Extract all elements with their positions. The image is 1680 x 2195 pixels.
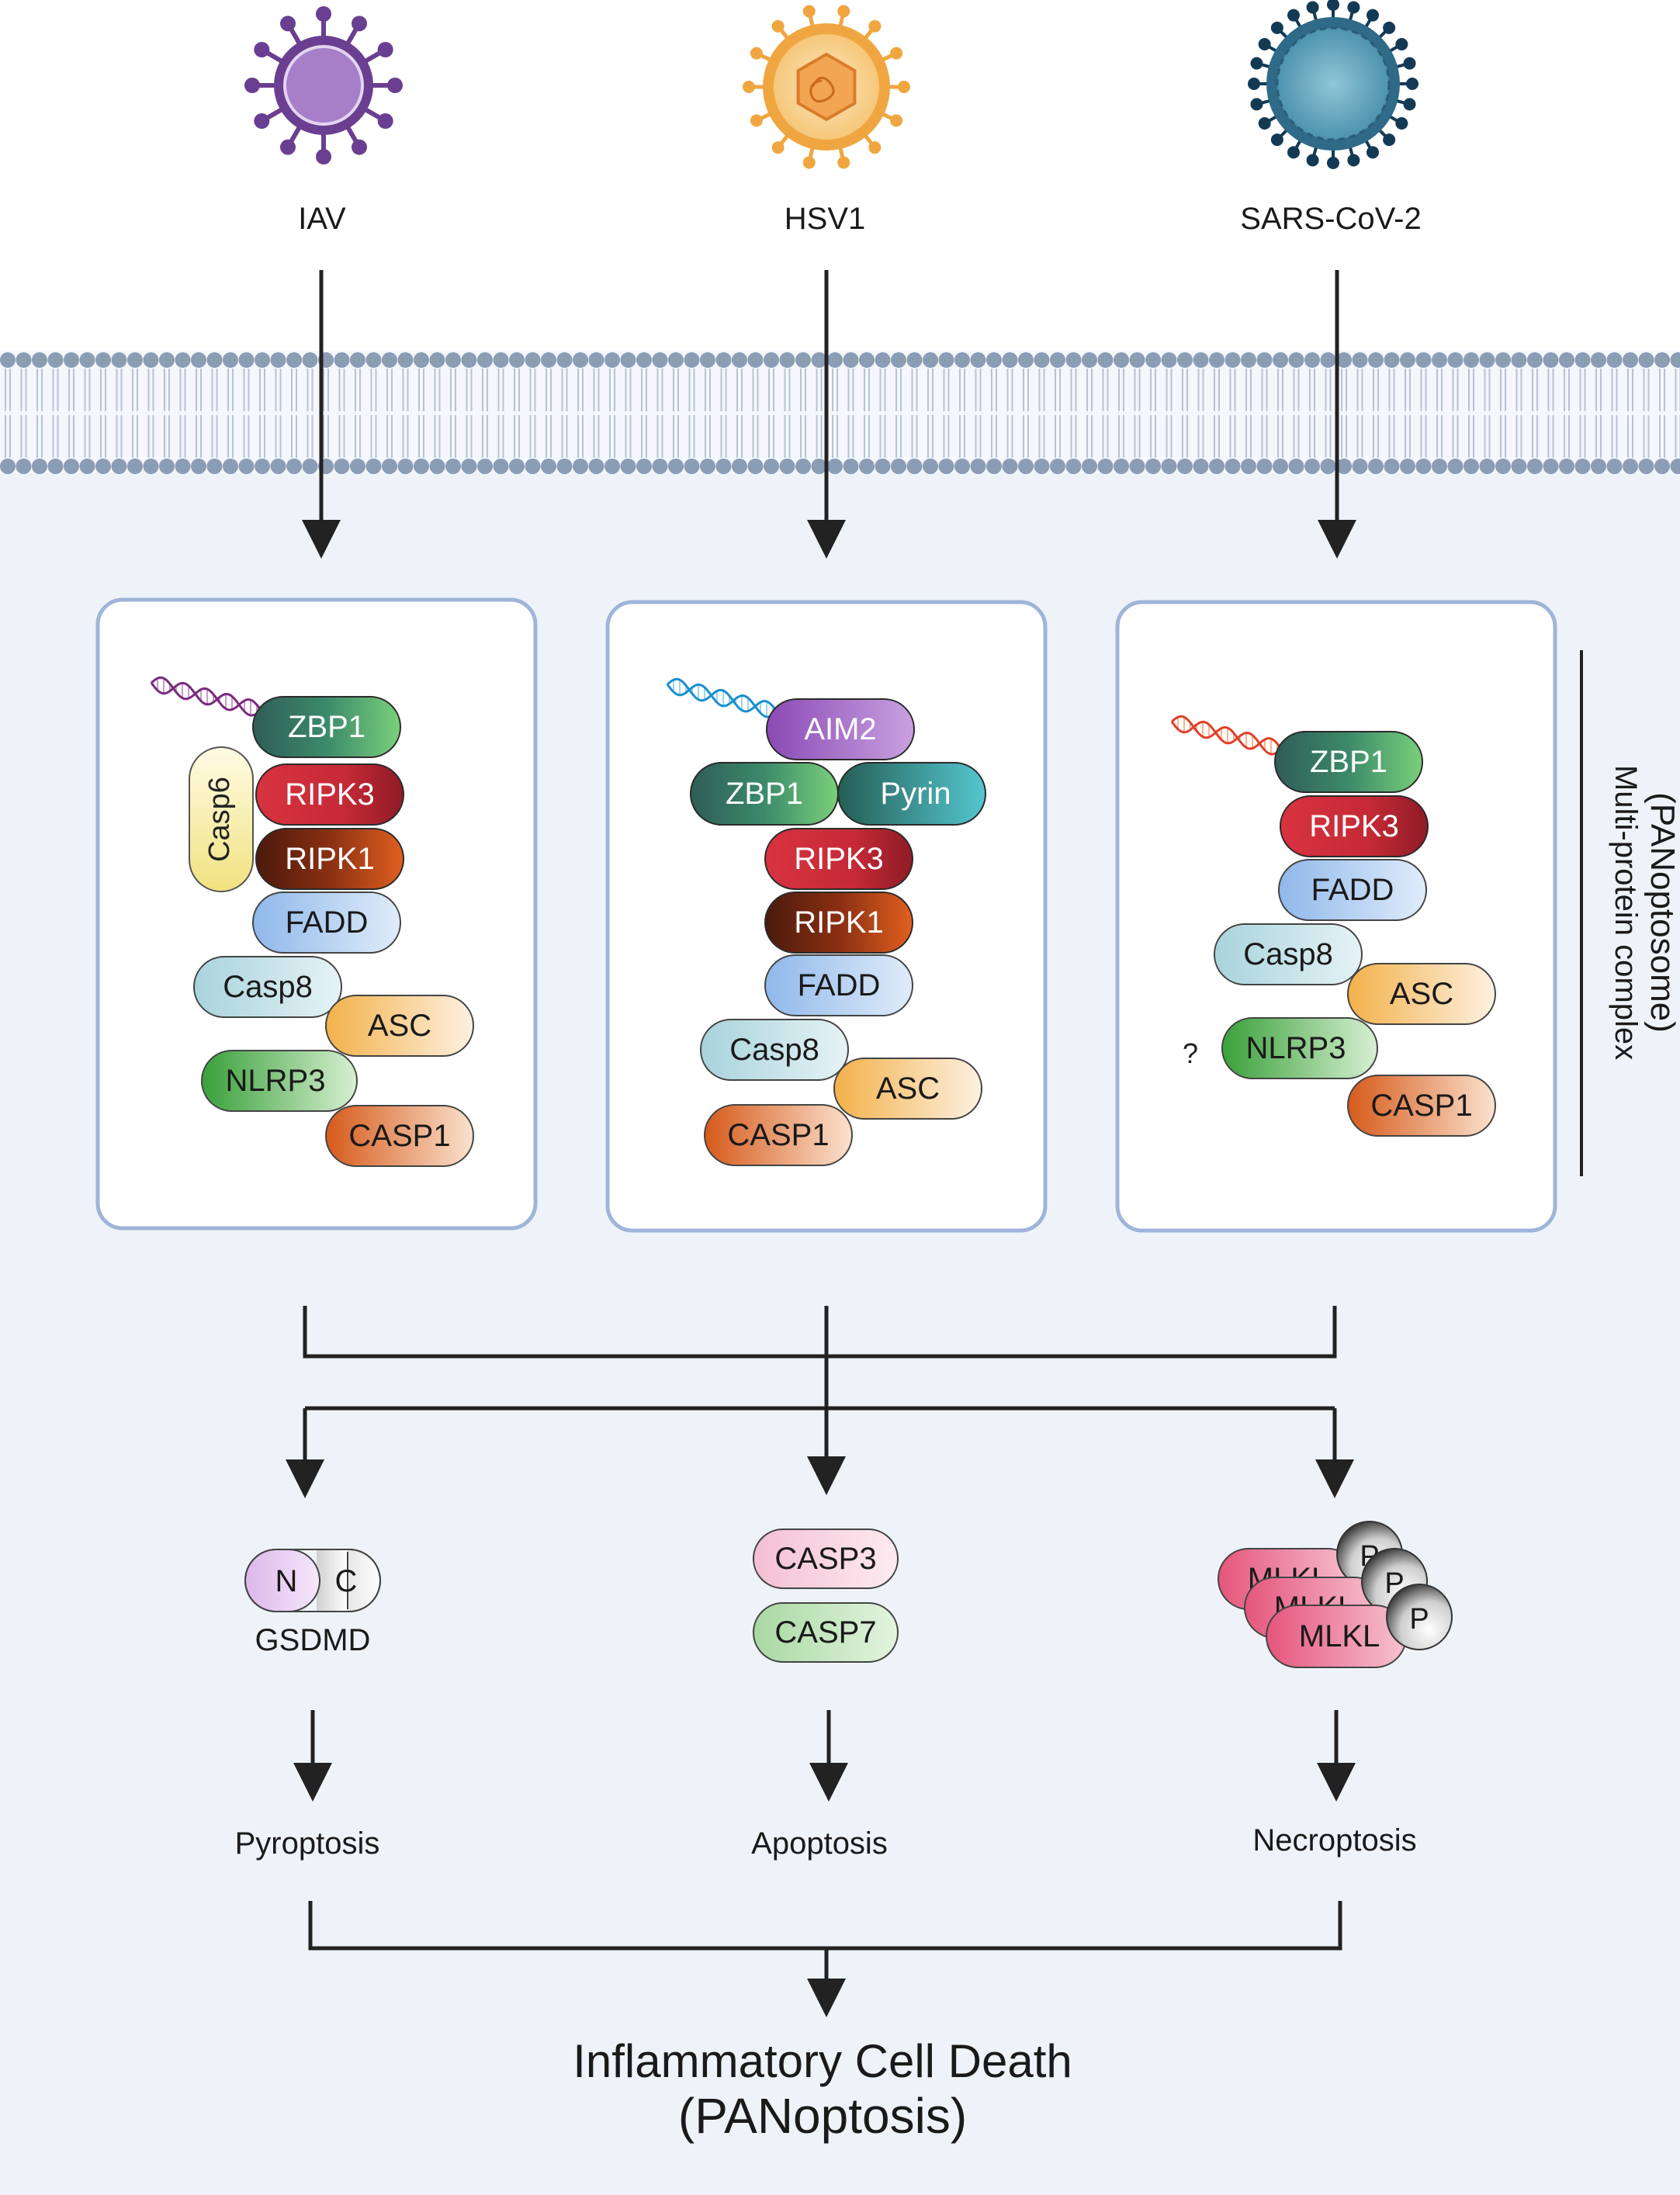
svg-text:CASP7: CASP7	[774, 1615, 876, 1650]
svg-text:FADD: FADD	[798, 968, 881, 1002]
svg-text:ASC: ASC	[1390, 977, 1453, 1011]
protein-ripk1: RIPK1	[255, 828, 404, 890]
svg-text:ZBP1: ZBP1	[288, 710, 365, 744]
protein-casp8: Casp8	[1214, 923, 1363, 985]
protein-zbp1: ZBP1	[1274, 731, 1423, 793]
protein-casp1: CASP1	[1347, 1075, 1496, 1137]
gsdmd-executor: N C GSDMD	[244, 1549, 381, 1657]
final-title: Inflammatory Cell Death	[573, 2035, 1072, 2087]
svg-text:RIPK3: RIPK3	[285, 777, 375, 812]
svg-text:FADD: FADD	[1311, 873, 1394, 907]
svg-text:Casp8: Casp8	[1243, 937, 1333, 971]
merge-connector	[286, 1306, 1354, 1498]
svg-text:(PANoptosome): (PANoptosome)	[1644, 792, 1680, 1033]
question-mark: ?	[1183, 1037, 1198, 1069]
svg-text:FADD: FADD	[286, 905, 369, 940]
complex-side-label: Multi-protein complex (PANoptosome)	[1609, 765, 1680, 1060]
outcome-apoptosis: Apoptosis	[751, 1826, 888, 1861]
svg-text:Multi-protein complex: Multi-protein complex	[1609, 765, 1643, 1060]
protein-ripk3: RIPK3	[255, 763, 404, 826]
svg-text:MLKL: MLKL	[1299, 1619, 1380, 1653]
protein-zbp1: ZBP1	[252, 696, 401, 758]
protein-fadd: FADD	[1278, 859, 1427, 921]
virus-label-sars: SARS-CoV-2	[1240, 202, 1421, 236]
protein-mlkl: MLKL	[1266, 1605, 1407, 1668]
svg-text:Casp6: Casp6	[203, 777, 236, 862]
protein-nlrp3: NLRP3	[1221, 1017, 1378, 1079]
coronavirus-icon	[1248, 0, 1418, 169]
complex-iav: ZBP1 Casp6 RIPK3 RIPK1 FADD Casp8 ASC NL…	[189, 696, 474, 1167]
svg-text:RIPK3: RIPK3	[1309, 809, 1399, 843]
svg-text:ASC: ASC	[368, 1009, 431, 1043]
protein-asc: ASC	[833, 1058, 982, 1120]
final-subtitle: (PANoptosis)	[678, 2088, 967, 2144]
svg-text:CASP1: CASP1	[727, 1118, 829, 1152]
protein-pyrin: Pyrin	[837, 762, 986, 826]
svg-text:Casp8: Casp8	[223, 970, 313, 1004]
outcome-pyroptosis: Pyroptosis	[235, 1826, 380, 1861]
svg-text:NLRP3: NLRP3	[1246, 1031, 1346, 1065]
svg-text:NLRP3: NLRP3	[226, 1064, 326, 1098]
svg-text:AIM2: AIM2	[804, 712, 876, 746]
protein-nlrp3: NLRP3	[201, 1050, 358, 1112]
complex-hsv1: AIM2 ZBP1 Pyrin RIPK3 RIPK1 FADD Casp8 A…	[690, 698, 986, 1166]
protein-fadd: FADD	[252, 892, 401, 954]
svg-text:ZBP1: ZBP1	[726, 777, 803, 811]
complex-sars: ZBP1 RIPK3 FADD Casp8 ASC ? NLRP3 CASP1	[1183, 731, 1496, 1137]
final-connector	[308, 1901, 1342, 2017]
protein-casp1: CASP1	[325, 1105, 474, 1167]
cell-membrane	[0, 351, 1680, 474]
protein-asc: ASC	[325, 995, 474, 1057]
protein-zbp1: ZBP1	[690, 762, 839, 826]
outcome-necroptosis: Necroptosis	[1252, 1823, 1416, 1857]
protein-casp1: CASP1	[704, 1104, 853, 1166]
svg-text:Pyrin: Pyrin	[880, 777, 951, 811]
svg-text:Casp8: Casp8	[729, 1033, 819, 1067]
svg-text:RIPK1: RIPK1	[794, 905, 884, 940]
influenza-virus-icon	[244, 6, 403, 164]
gsdmd-c-domain: C	[335, 1564, 358, 1598]
virus-label-hsv1: HSV1	[785, 202, 866, 236]
phospho-icon	[1386, 1584, 1453, 1650]
herpes-virus-icon	[743, 5, 910, 169]
svg-text:RIPK3: RIPK3	[794, 842, 884, 876]
svg-text:ZBP1: ZBP1	[1310, 745, 1387, 779]
svg-text:CASP1: CASP1	[1370, 1089, 1472, 1123]
svg-text:ASC: ASC	[876, 1072, 940, 1106]
protein-casp8: Casp8	[700, 1019, 849, 1081]
svg-text:P: P	[1409, 1603, 1429, 1636]
protein-casp7: CASP7	[753, 1602, 899, 1663]
protein-casp6: Casp6	[189, 746, 254, 892]
protein-casp8: Casp8	[193, 956, 342, 1018]
svg-text:CASP1: CASP1	[348, 1119, 450, 1153]
protein-asc: ASC	[1347, 963, 1496, 1025]
caspase-executors: CASP3 CASP7	[753, 1529, 899, 1663]
protein-ripk3: RIPK3	[764, 828, 913, 890]
protein-ripk3: RIPK3	[1280, 795, 1429, 857]
protein-casp3: CASP3	[753, 1529, 899, 1589]
svg-text:CASP3: CASP3	[774, 1542, 876, 1576]
protein-aim2: AIM2	[766, 698, 915, 760]
svg-text:RIPK1: RIPK1	[285, 842, 375, 876]
mlkl-executor: MLKL P MLKL P MLKL P	[1218, 1521, 1453, 1668]
protein-fadd: FADD	[764, 954, 913, 1016]
virus-label-iav: IAV	[298, 202, 346, 236]
gsdmd-n-domain: N	[275, 1564, 298, 1598]
protein-ripk1: RIPK1	[764, 892, 913, 954]
gsdmd-label: GSDMD	[255, 1623, 371, 1657]
